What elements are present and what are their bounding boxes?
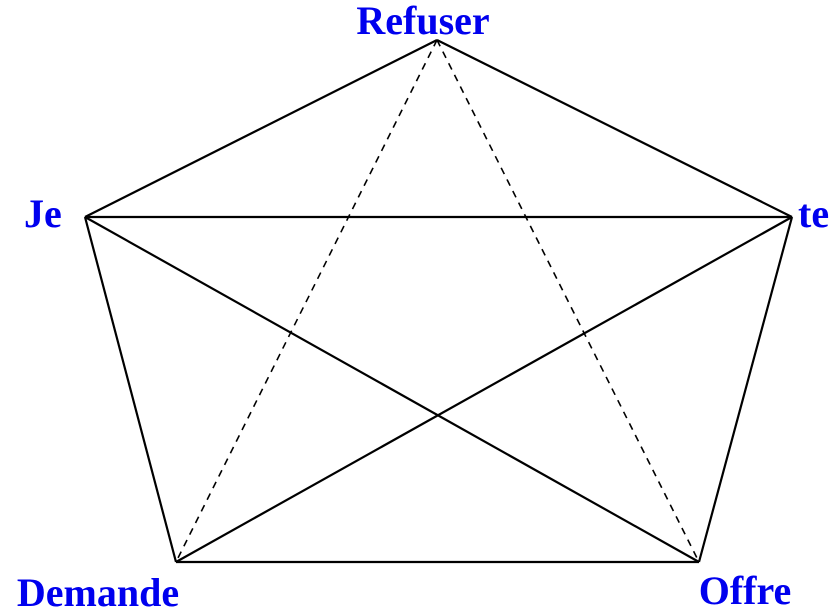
node-label-je: Je: [24, 191, 62, 236]
edge-refuser-te: [436, 39, 793, 218]
diagram-labels: Refuser Je te Demande Offre: [17, 0, 829, 611]
node-label-refuser: Refuser: [356, 0, 489, 43]
diagram-edges: [83, 39, 794, 564]
node-label-demande: Demande: [17, 570, 179, 611]
node-label-te: te: [798, 191, 829, 236]
edge-je-demande: [83, 216, 178, 563]
node-label-offre: Offre: [699, 568, 792, 611]
edge-te-demande: [175, 216, 793, 563]
edge-je-offre: [84, 216, 700, 563]
edge-refuser-offre: [436, 39, 700, 563]
edge-te-offre: [697, 216, 794, 563]
edge-refuser-je: [84, 39, 438, 218]
edge-refuser-demande: [175, 39, 438, 563]
